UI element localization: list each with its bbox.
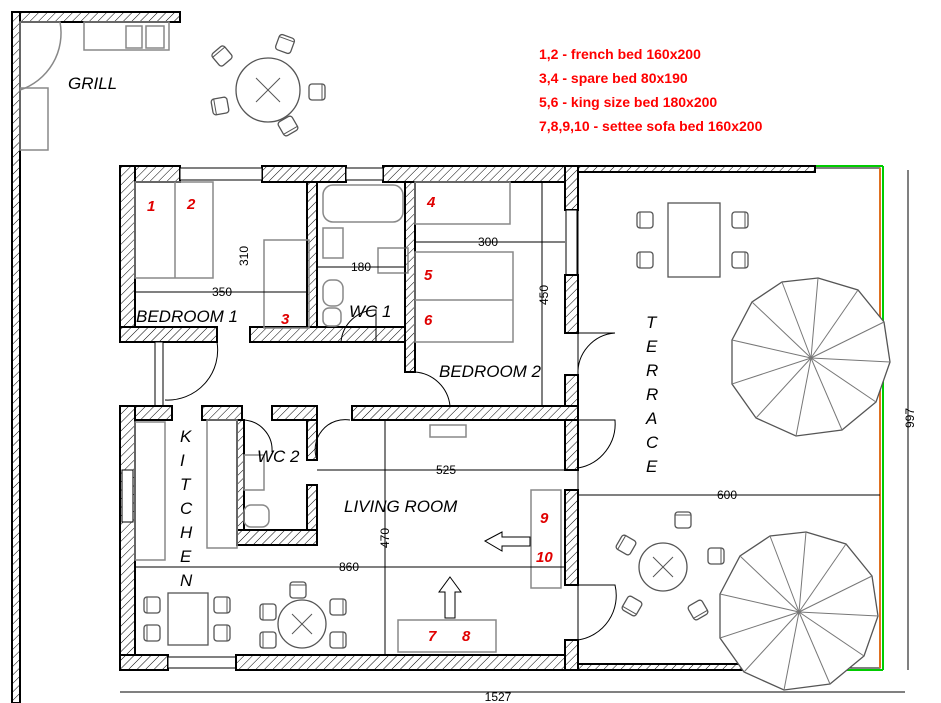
grill-table <box>210 33 326 138</box>
room-label-bedroom1: BEDROOM 1 <box>136 307 238 326</box>
svg-text:I: I <box>180 451 185 470</box>
svg-text:R: R <box>646 385 658 404</box>
bed-number: 6 <box>424 312 433 329</box>
svg-text:470: 470 <box>378 528 392 548</box>
svg-text:N: N <box>180 571 193 590</box>
svg-text:E: E <box>180 547 192 566</box>
svg-text:600: 600 <box>717 488 737 502</box>
bed-number: 2 <box>186 196 196 213</box>
svg-text:450: 450 <box>537 285 551 305</box>
room-label-kitchen: K I T C H E N <box>180 427 193 590</box>
room-label-terrace: T E R R A C E <box>645 313 659 476</box>
svg-text:K: K <box>180 427 192 446</box>
svg-text:350: 350 <box>212 285 232 299</box>
room-label-grill: GRILL <box>68 74 117 93</box>
dimensions: 310 350 180 300 450 525 600 470 860 997 … <box>212 235 917 703</box>
legend-line: 7,8,9,10 - settee sofa bed 160x200 <box>539 118 763 134</box>
bed-number: 4 <box>426 194 436 211</box>
furniture <box>134 181 562 653</box>
legend-line: 1,2 - french bed 160x200 <box>539 46 701 62</box>
svg-text:T: T <box>646 313 658 332</box>
bed-number: 9 <box>540 510 549 527</box>
svg-text:C: C <box>180 499 193 518</box>
room-label-wc2: WC 2 <box>257 447 300 466</box>
svg-text:180: 180 <box>351 260 371 274</box>
terrace <box>577 165 891 691</box>
svg-text:1527: 1527 <box>485 690 512 703</box>
room-label-wc1: WC 1 <box>349 302 392 321</box>
bed-number: 10 <box>536 549 553 566</box>
arrow-left-icon <box>483 531 531 552</box>
dimension-lines <box>120 170 909 693</box>
svg-text:H: H <box>180 523 193 542</box>
svg-text:525: 525 <box>436 463 456 477</box>
bed-legend: 1,2 - french bed 160x200 3,4 - spare bed… <box>539 42 762 138</box>
svg-text:E: E <box>646 457 658 476</box>
svg-text:R: R <box>646 361 658 380</box>
svg-text:860: 860 <box>339 560 359 574</box>
room-label-bedroom2: BEDROOM 2 <box>439 362 542 381</box>
bed-number: 3 <box>281 311 290 328</box>
legend-line: 5,6 - king size bed 180x200 <box>539 94 718 110</box>
house-walls <box>119 165 579 671</box>
svg-text:300: 300 <box>478 235 498 249</box>
svg-text:310: 310 <box>237 246 251 266</box>
bed-number: 8 <box>462 628 471 645</box>
room-label-living: LIVING ROOM <box>344 497 458 516</box>
arrow-up-icon <box>438 576 462 619</box>
svg-text:997: 997 <box>903 408 917 428</box>
bed-number: 7 <box>428 628 437 645</box>
legend-line: 3,4 - spare bed 80x190 <box>539 70 688 86</box>
doors <box>164 309 617 641</box>
svg-text:A: A <box>645 409 657 428</box>
svg-text:E: E <box>646 337 658 356</box>
svg-text:T: T <box>180 475 192 494</box>
bed-number: 5 <box>424 267 433 284</box>
grill-walls <box>11 11 181 703</box>
bed-numbers: 1 2 3 4 5 6 7 8 9 10 <box>147 194 553 645</box>
umbrella-top <box>731 277 891 437</box>
svg-text:C: C <box>646 433 659 452</box>
bed-number: 1 <box>147 198 155 215</box>
umbrella-bottom <box>719 531 879 691</box>
